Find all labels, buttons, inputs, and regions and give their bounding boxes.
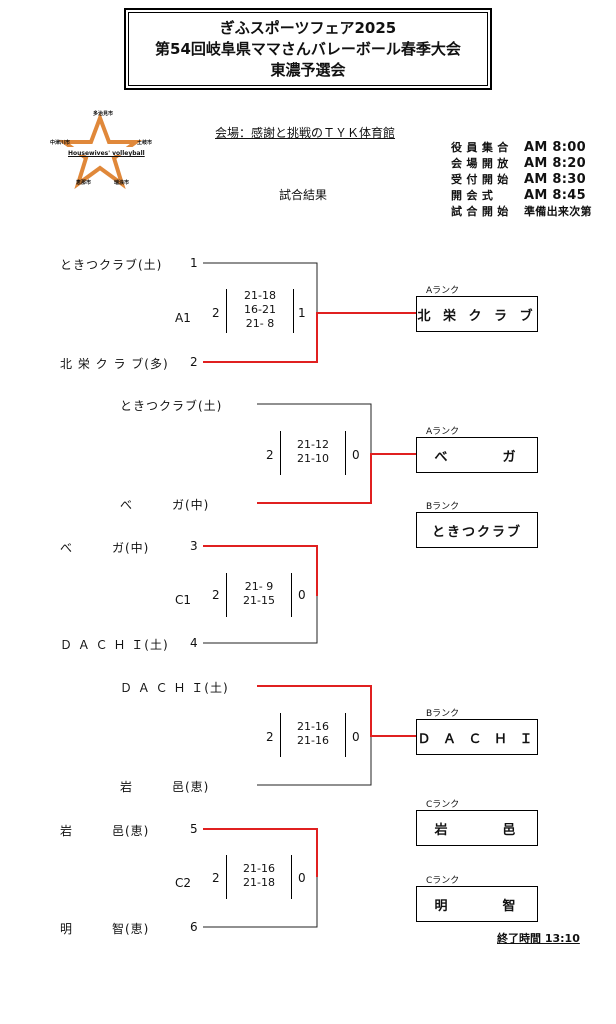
rank-label: Bランク: [426, 709, 460, 719]
schedule-value: AM 8:20: [524, 156, 586, 171]
team-name: 岩 邑(恵): [60, 824, 150, 838]
set-score: 21-15: [243, 594, 275, 607]
seed-number: 2: [190, 355, 198, 369]
winner-line: [257, 685, 416, 737]
logo-city-bottom-right: 瑞浪市: [114, 180, 130, 186]
title-line-2: 第54回岐阜県ママさんバレーボール春季大会: [155, 39, 461, 58]
bracket-line: [257, 736, 372, 786]
schedule-label: 役 員 集 合: [451, 141, 509, 154]
sets-won-right: 0: [298, 588, 306, 602]
seed-number: 6: [190, 920, 198, 934]
rank-label: Aランク: [426, 427, 460, 437]
match-code: C1: [175, 593, 192, 607]
logo-city-left: 中津川市: [50, 140, 71, 146]
star-icon: [57, 112, 143, 190]
team-name: ときつクラブ(土): [60, 258, 163, 272]
association-logo: 多治見市 中津川市 土岐市 Housewives' volleyball 恵那市…: [44, 104, 156, 192]
sets-won-left: 2: [266, 730, 274, 744]
set-score: 21-18: [244, 289, 276, 302]
match-code: A1: [175, 311, 191, 325]
sets-won-right: 0: [352, 730, 360, 744]
set-score: 21-16: [297, 720, 329, 733]
title-box: ぎふスポーツフェア2025 第54回岐阜県ママさんバレーボール春季大会 東濃予選…: [124, 8, 492, 90]
schedule-row: 試 合 開 始 準備出来次第: [451, 203, 592, 219]
schedule-row: 会 場 開 放 AM 8:20: [451, 155, 586, 171]
rank-box: Ｄ Ａ Ｃ Ｈ Ｉ: [416, 719, 538, 755]
sets-won-left: 2: [266, 448, 274, 462]
rank-box: べ ガ: [416, 437, 538, 473]
sets-won-left: 2: [212, 871, 220, 885]
team-name: Ｄ Ａ Ｃ Ｈ Ｉ(土): [120, 681, 229, 695]
logo-city-bottom-left: 恵那市: [76, 180, 92, 186]
score-box: 21- 9 21-15: [226, 573, 292, 617]
seed-number: 5: [190, 822, 198, 836]
bracket-line: [203, 596, 318, 644]
sets-won-left: 2: [212, 306, 220, 320]
title-line-1: ぎふスポーツフェア2025: [219, 18, 397, 37]
rank-label: Cランク: [426, 800, 460, 810]
sets-won-right: 0: [298, 871, 306, 885]
set-score: 16-21: [244, 303, 276, 316]
schedule-value: AM 8:45: [524, 188, 586, 203]
end-time: 終了時間 13:10: [497, 932, 580, 945]
schedule-label: 受 付 開 始: [451, 173, 509, 186]
score-box: 21-18 16-21 21- 8: [226, 289, 294, 333]
sets-won-right: 0: [352, 448, 360, 462]
schedule-row: 受 付 開 始 AM 8:30: [451, 171, 586, 187]
bracket-line: [257, 403, 372, 454]
schedule-label: 会 場 開 放: [451, 157, 509, 170]
seed-number: 1: [190, 256, 198, 270]
seed-number: 4: [190, 636, 198, 650]
set-score: 21- 8: [245, 317, 275, 330]
rank-label: Bランク: [426, 502, 460, 512]
schedule-label: 試 合 開 始: [451, 205, 509, 218]
rank-label: Cランク: [426, 876, 460, 886]
logo-banner: Housewives' volleyball: [68, 150, 145, 157]
rank-box: ときつクラブ: [416, 512, 538, 548]
schedule-row: 開 会 式 AM 8:45: [451, 187, 586, 203]
logo-city-top: 多治見市: [93, 111, 114, 117]
match-code: C2: [175, 876, 192, 890]
set-score: 21-10: [297, 452, 329, 465]
sets-won-right: 1: [298, 306, 306, 320]
set-score: 21-18: [243, 876, 275, 889]
schedule-row: 役 員 集 合 AM 8:00: [451, 139, 586, 155]
result-title: 試合結果: [279, 188, 328, 202]
bracket-line: [203, 262, 318, 313]
seed-number: 3: [190, 539, 198, 553]
set-score: 21- 9: [244, 580, 274, 593]
team-name: べ ガ(中): [120, 498, 210, 512]
score-box: 21-12 21-10: [280, 431, 346, 475]
team-name: 北 栄 ク ラ ブ(多): [60, 357, 169, 371]
rank-box: 明 智: [416, 886, 538, 922]
score-box: 21-16 21-18: [226, 855, 292, 899]
score-box: 21-16 21-16: [280, 713, 346, 757]
bracket-line: [203, 877, 318, 928]
venue-label: 会場：感謝と挑戦のＴＹＫ体育館: [215, 126, 396, 140]
rank-label: Aランク: [426, 286, 460, 296]
team-name: べ ガ(中): [60, 541, 150, 555]
set-score: 21-16: [297, 734, 329, 747]
rank-box: 岩 邑: [416, 810, 538, 846]
logo-city-right: 土岐市: [137, 140, 153, 146]
team-name: 岩 邑(恵): [120, 780, 210, 794]
team-name: 明 智(恵): [60, 922, 150, 936]
set-score: 21-16: [243, 862, 275, 875]
title-line-3: 東濃予選会: [270, 60, 346, 79]
winner-line: [203, 828, 318, 877]
sets-won-left: 2: [212, 588, 220, 602]
team-name: ときつクラブ(土): [120, 399, 223, 413]
schedule-value: AM 8:00: [524, 140, 586, 155]
rank-box: 北 栄 ク ラ ブ: [416, 296, 538, 332]
schedule-value: 準備出来次第: [524, 205, 592, 218]
team-name: Ｄ Ａ Ｃ Ｈ Ｉ(土): [60, 638, 169, 652]
winner-line: [203, 545, 318, 596]
winner-line: [257, 453, 416, 504]
schedule-label: 開 会 式: [451, 189, 494, 202]
schedule-value: AM 8:30: [524, 172, 586, 187]
set-score: 21-12: [297, 438, 329, 451]
winner-line: [203, 312, 416, 363]
